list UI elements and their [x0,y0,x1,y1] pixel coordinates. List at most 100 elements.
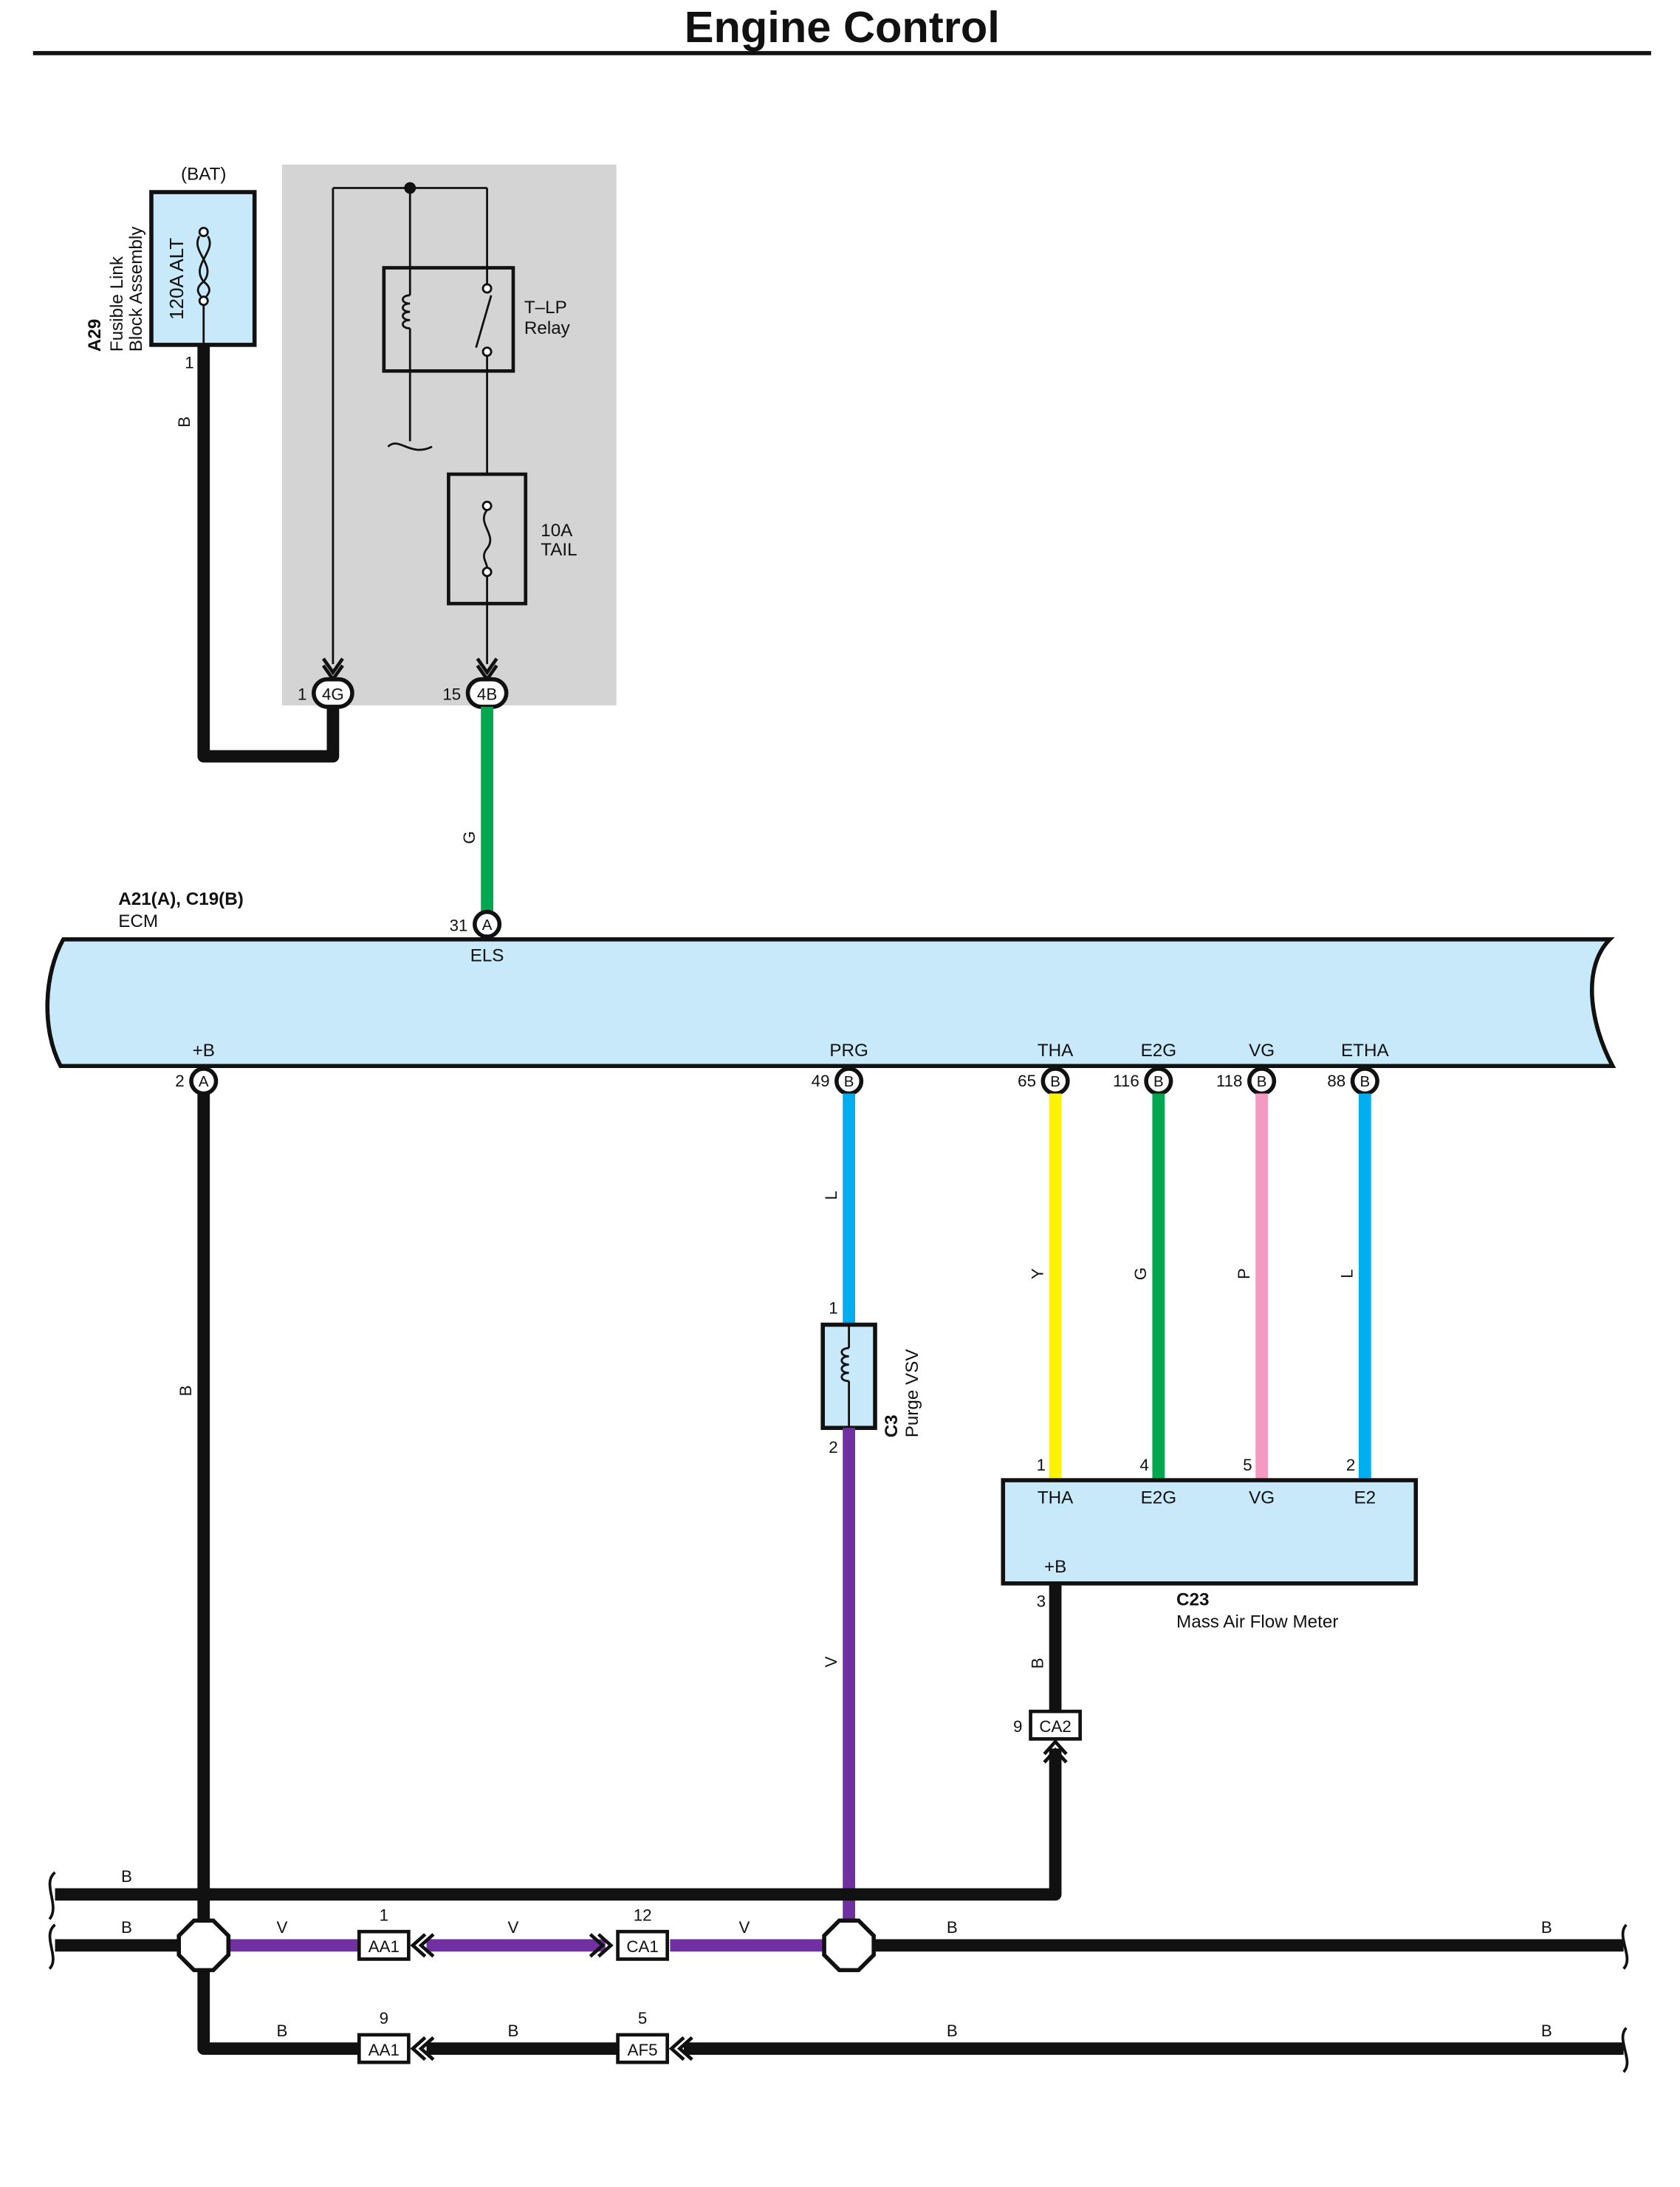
fusible-link-name-2: Block Assembly [126,226,146,352]
coil-icon [840,1324,851,1428]
bat-label: (BAT) [181,164,226,184]
ecm-pin-signal: +B [193,1041,215,1061]
vsv-name: Purge VSV [902,1349,922,1438]
connector-aa1-top-pin: 1 [380,1906,388,1924]
maf-pin-signal: E2G [1141,1488,1176,1508]
ecm-pin-signal: ETHA [1341,1041,1389,1061]
wire-label-bus-mid-left: B [121,1918,132,1937]
connector-4g-pin: 1 [298,685,306,704]
wire-label-bus-mid-right2: B [1541,1918,1552,1937]
maf-pin-num: 5 [1243,1456,1252,1474]
ecm-pin-31 [473,909,502,939]
fusible-link-pin: 1 [185,354,193,372]
relay-circuit [332,182,528,665]
wire-fusible-to-4g [197,344,340,763]
vsv-pin-top: 1 [829,1299,837,1318]
wire-label-bus-bot-4: B [1541,2022,1552,2040]
maf-pin-num: 1 [1037,1456,1046,1474]
connector-af5 [616,2033,669,2064]
ecm-name: ECM [118,911,158,931]
connector-4b-id: 4B [477,685,497,704]
ecm-pin-conn: B [844,1073,854,1090]
wire-bus-bottom [197,1945,361,2055]
connector-aa1-bottom [357,2033,411,2064]
ecm-pin-conn: B [1360,1073,1370,1090]
ecm-pin-signal: E2G [1141,1041,1176,1061]
wire-label-vg: P [1235,1268,1253,1279]
wire-break-left [48,1871,56,1920]
ecm-pin-num: 118 [1216,1072,1243,1090]
wire-label-tha: Y [1028,1268,1046,1279]
wire-label-bus-bot-3: B [947,2022,958,2040]
connector-ca1 [616,1929,669,1961]
connector-aa1-bottom-pin: 9 [380,2009,388,2027]
wire-label-vsv-out: V [822,1656,840,1667]
maf-pin-signal: E2 [1354,1488,1376,1508]
relay-label-1: T–LP [524,298,567,318]
page-title: Engine Control [685,2,1000,52]
ecm-pin-signal: VG [1249,1041,1275,1061]
ecm-pin-num: 88 [1327,1072,1345,1090]
tail-fuse-label-2: TAIL [541,540,577,560]
wire-break-left [48,1923,56,1970]
ecm-pin-31-signal: ELS [470,946,504,966]
connector-ca1-pin: 12 [634,1906,652,1924]
ecm-pin-num: 2 [175,1072,184,1090]
chevron-left-icon [668,2036,693,2061]
ecm-pin-num: 65 [1018,1072,1036,1090]
wire-label-etha: L [1338,1269,1357,1278]
fusible-link-code: A29 [85,319,105,352]
wire-label-e2g: G [1131,1267,1150,1280]
junction-block [281,164,617,706]
relay-label-2: Relay [524,318,571,338]
ecm-code: A21(A), C19(B) [118,889,244,909]
wire-label-tail: G [460,831,479,843]
wire-label-bus-bot-2: B [508,2022,519,2040]
connector-af5-pin: 5 [638,2009,647,2027]
ecm-pin-conn: B [1153,1073,1164,1090]
connector-ca2-id: CA2 [1039,1717,1071,1736]
ecm-pin-signal: THA [1038,1041,1074,1061]
maf-power-pin: 3 [1037,1592,1046,1610]
maf-name: Mass Air Flow Meter [1176,1612,1338,1632]
maf-power-signal: +B [1044,1557,1066,1577]
wire-label-bus-mid-right1: B [947,1918,958,1937]
wire-label-plus-b: B [176,1386,195,1397]
chevron-right-icon [589,1933,614,1958]
wire-label-prg: L [822,1191,840,1199]
wire-label-maf-power: B [1028,1657,1046,1669]
connector-ca2-pin: 9 [1013,1717,1022,1736]
chevron-left-icon [410,1933,435,1958]
ecm-body [45,937,1616,1069]
tail-fuse-label-1: 10A [541,521,573,541]
fusible-link-symbol [196,227,211,307]
connector-aa1-top-id: AA1 [368,1937,400,1956]
vsv-pin-bottom: 2 [829,1438,837,1457]
wire-break-right [1621,1923,1629,1970]
wire-label-fusible: B [175,417,193,428]
ecm-pin-signal: PRG [829,1041,868,1061]
maf-pin-signal: THA [1038,1488,1074,1508]
splice-point-right [822,1918,876,1973]
ecm-pin-31-num: 31 [450,917,468,935]
wire-bus-top [55,1748,1062,1901]
wire-label-bus-mid-v2: V [508,1918,519,1937]
connector-aa1-bottom-id: AA1 [368,2041,400,2059]
connector-af5-id: AF5 [628,2041,658,2059]
ecm-pin-conn: B [1050,1073,1060,1090]
splice-point-left [176,1918,231,1973]
connector-4g [312,677,354,709]
vsv-code: C3 [882,1414,902,1437]
connector-aa1-top [357,1929,411,1961]
fuse-label-alt: 120A ALT [165,238,188,320]
connector-ca1-id: CA1 [626,1937,658,1956]
maf-pin-signal: VG [1249,1488,1275,1508]
wire-label-bus-bot-1: B [277,2022,288,2040]
wire-break-right [1621,2027,1629,2073]
connector-4g-id: 4G [322,685,344,704]
fusible-link-name-1: Fusible Link [107,256,127,352]
wire-label-bus-mid-v3: V [739,1918,750,1937]
connector-4b-pin: 15 [442,685,461,704]
ecm-pin-conn: B [1257,1073,1267,1090]
